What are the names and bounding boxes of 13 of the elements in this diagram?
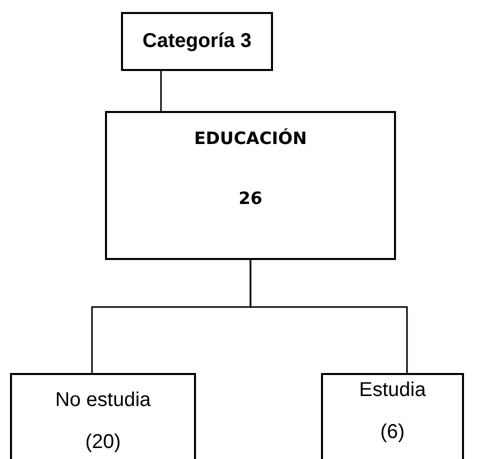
node-title: EDUCACIÓN — [193, 129, 308, 149]
node-value: 26 — [238, 189, 264, 209]
node-value: (20) — [84, 431, 122, 454]
text-box — [321, 373, 464, 459]
node-title: Categoría 3 — [142, 30, 252, 53]
node-value: (6) — [379, 421, 406, 444]
text-box — [105, 111, 396, 260]
connector-line — [250, 260, 408, 373]
text-box — [10, 373, 196, 459]
node-title: No estudia — [54, 389, 152, 412]
text-box — [121, 12, 273, 71]
connector-line — [160, 71, 162, 111]
node-title: Estudia — [358, 379, 427, 402]
